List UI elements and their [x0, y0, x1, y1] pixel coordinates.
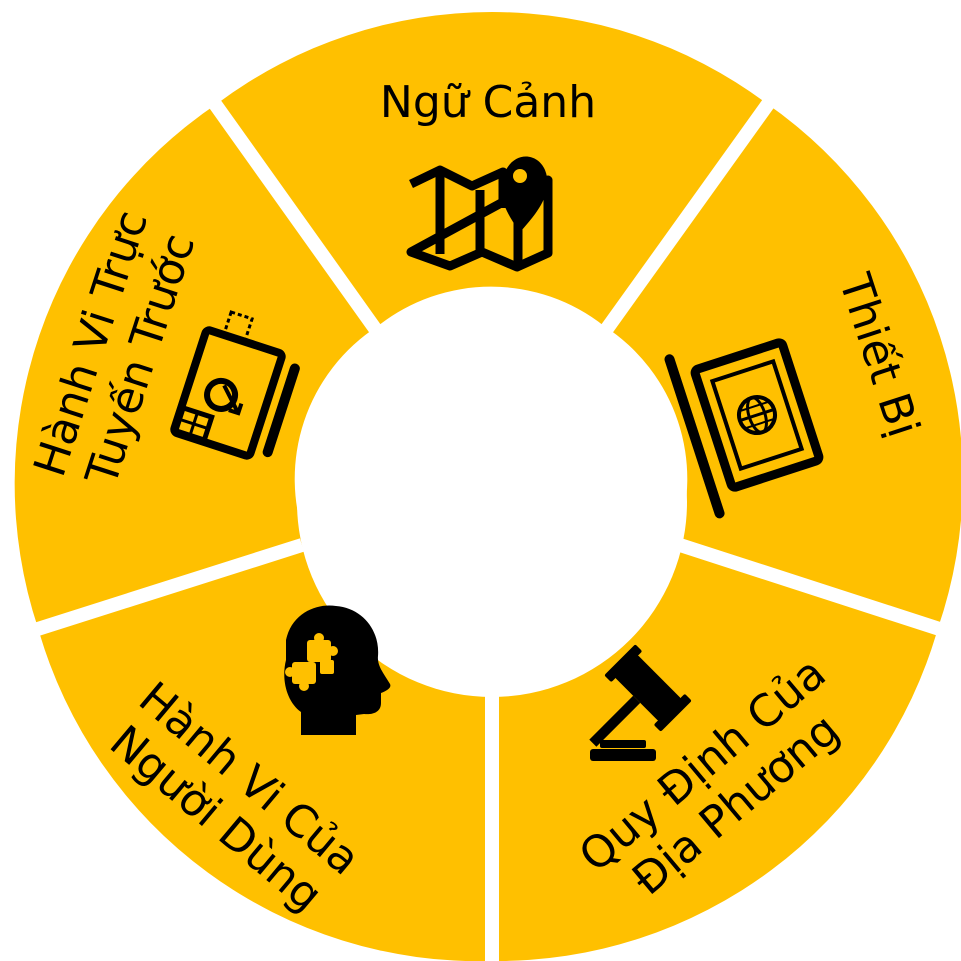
center-hole	[297, 307, 687, 697]
segment-user-behavior	[38, 542, 492, 961]
laptop-globe-icon	[664, 338, 824, 519]
segment-label-context: Ngữ Cảnh	[380, 77, 596, 128]
online-history-icon	[170, 310, 300, 460]
segment-device	[604, 103, 961, 628]
segment-dividers	[19, 85, 958, 961]
segment-context	[218, 11, 766, 327]
gavel-icon	[589, 644, 692, 761]
map-pin-icon	[406, 156, 553, 272]
segment-local-regulation	[492, 542, 938, 961]
head-puzzle-icon	[284, 605, 391, 735]
